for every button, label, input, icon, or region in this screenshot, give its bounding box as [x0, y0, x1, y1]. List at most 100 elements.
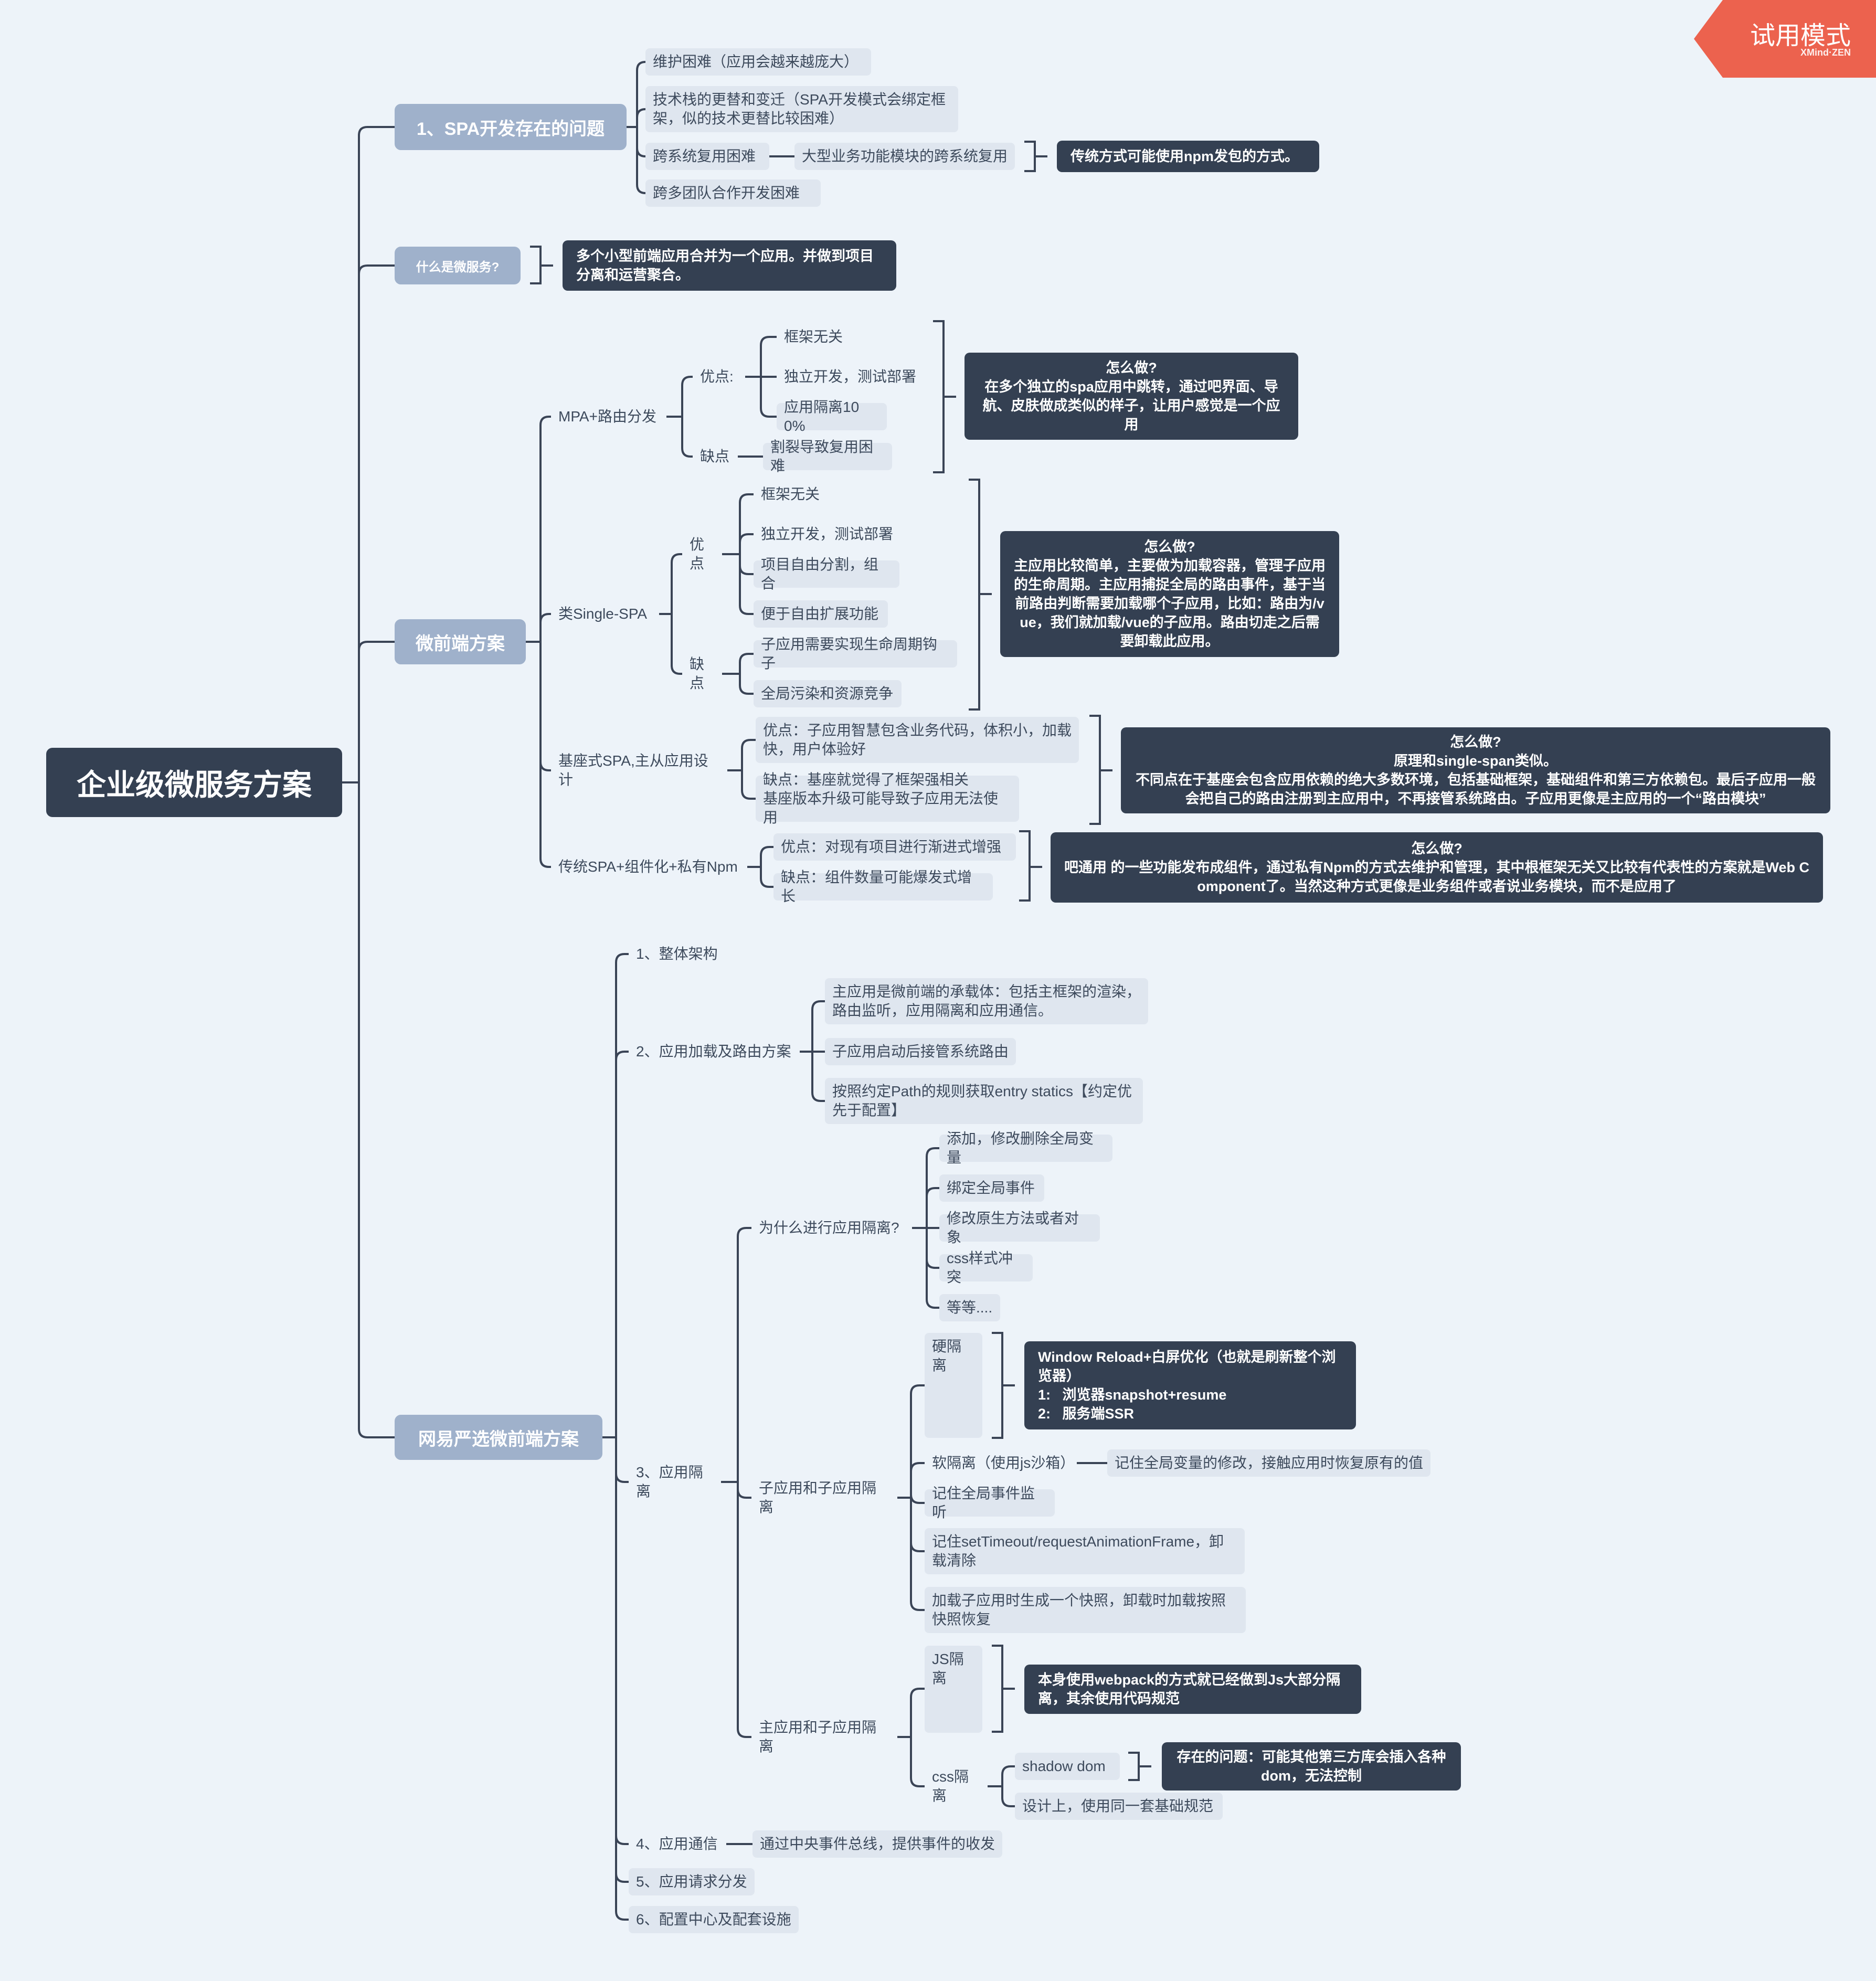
note-npm-how[interactable]: 怎么做?吧通用 的一些功能发布成组件，通过私有Npm的方式去维护和管理，其中根框… — [1051, 832, 1823, 903]
trial-mode-badge[interactable]: 试用模式 XMind·ZEN — [1694, 0, 1876, 78]
topic-request-dispatch[interactable]: 5、应用请求分发 — [629, 1868, 755, 1895]
branch-spa-problems[interactable]: 1、SPA开发存在的问题 — [395, 104, 627, 150]
root-topic[interactable]: 企业级微服务方案 — [46, 748, 342, 817]
topic-app-communication[interactable]: 4、应用通信 — [636, 1836, 718, 1852]
spa-problems-connector — [636, 108, 646, 127]
why-connector — [926, 1228, 939, 1309]
mpa-connector — [681, 376, 693, 417]
topic-global-event-listeners[interactable]: 记住全局事件监听 — [925, 1485, 1055, 1520]
note-base-spa-how[interactable]: 怎么做?原理和single-span类似。不同点在于基座会包含应用依赖的绝大多数… — [1121, 727, 1830, 813]
single-spa-cons-connector — [739, 674, 754, 695]
isolation-connector — [737, 1482, 751, 1738]
topic-loading-routing[interactable]: 2、应用加载及路由方案 — [636, 1043, 791, 1060]
mpa-connector — [681, 417, 693, 458]
topic-global-vars[interactable]: 添加，修改删除全局变量 — [939, 1130, 1112, 1166]
css-connector — [1001, 1786, 1015, 1807]
note-shadow-dom[interactable]: 存在的问题：可能其他第三方库会插入各种dom，无法控制 — [1162, 1742, 1461, 1791]
topic-base-spa-cons[interactable]: 缺点：基座就觉得了框架强相关 基座版本升级可能导致子应用无法使用 — [756, 771, 1019, 825]
topic-design-spec[interactable]: 设计上，使用同一套基础规范 — [1015, 1793, 1223, 1820]
topic-maintenance[interactable]: 维护困难（应用会越来越庞大） — [645, 48, 871, 76]
note-mpa-how[interactable]: 怎么做?在多个独立的spa应用中跳转，通过吧界面、导航、皮肤做成类似的样子，让用… — [965, 353, 1298, 440]
topic-single-spa-cons[interactable]: 缺点 — [690, 656, 705, 691]
what-is-bracket — [530, 246, 542, 284]
note-microservice-definition[interactable]: 多个小型前端应用合并为一个应用。并做到项目分离和运营聚合。 — [563, 240, 896, 291]
topic-single-spa-independent-dev[interactable]: 独立开发，测试部署 — [761, 526, 894, 542]
topic-sub-app-routing[interactable]: 子应用启动后接管系统路由 — [825, 1038, 1016, 1065]
topic-overall-architecture[interactable]: 1、整体架构 — [636, 946, 718, 962]
topic-cross-system-reuse-detail[interactable]: 大型业务功能模块的跨系统复用 — [794, 143, 1015, 170]
topic-mpa-isolation[interactable]: 应用隔离100% — [777, 399, 887, 434]
npm-bracket — [1019, 830, 1031, 902]
topic-etc[interactable]: 等等.... — [939, 1294, 1000, 1321]
why-connector — [926, 1147, 939, 1228]
topic-multi-team[interactable]: 跨多团队合作开发困难 — [645, 179, 821, 207]
hard-bracket — [992, 1332, 1003, 1439]
topic-why-isolation[interactable]: 为什么进行应用隔离? — [759, 1220, 899, 1236]
topic-mpa-cons[interactable]: 缺点 — [700, 448, 730, 464]
note-single-spa-how[interactable]: 怎么做?主应用比较简单，主要做为加载容器，管理子应用的生命周期。主应用捕捉全局的… — [1000, 531, 1339, 657]
isolation-connector — [737, 1227, 751, 1482]
topic-base-spa-pros[interactable]: 优点：子应用智慧包含业务代码，体积小，加载快，用户体验好 — [756, 717, 1079, 763]
note-js-isolation[interactable]: 本身使用webpack的方式就已经做到Js大部分隔离，其余使用代码规范 — [1024, 1665, 1361, 1714]
branch-micro-frontend[interactable]: 微前端方案 — [395, 619, 526, 664]
topic-entry-statics[interactable]: 按照约定Path的规则获取entry statics【约定优先于配置】 — [825, 1078, 1143, 1124]
topic-mpa-independent-dev[interactable]: 独立开发，测试部署 — [784, 368, 917, 385]
topic-shadow-dom[interactable]: shadow dom — [1015, 1753, 1120, 1780]
topic-traditional-spa-npm[interactable]: 传统SPA+组件化+私有Npm — [558, 859, 738, 875]
topic-event-bus[interactable]: 通过中央事件总线，提供事件的收发 — [752, 1830, 1002, 1858]
topic-main-app-carrier[interactable]: 主应用是微前端的承载体：包括主框架的渲染，路由监听，应用隔离和应用通信。 — [825, 978, 1148, 1024]
single-spa-pros-connector — [739, 554, 754, 575]
topic-base-spa[interactable]: 基座式SPA,主从应用设计 — [558, 753, 708, 788]
topic-soft-isolation-detail[interactable]: 记住全局变量的修改，接触应用时恢复原有的值 — [1107, 1449, 1430, 1477]
topic-mpa-framework-agnostic[interactable]: 框架无关 — [784, 329, 843, 345]
topic-sub-sub-isolation[interactable]: 子应用和子应用隔离 — [759, 1480, 877, 1515]
topic-config-center[interactable]: 6、配置中心及配套设施 — [629, 1906, 799, 1933]
topic-hard-isolation[interactable]: 硬隔离 — [925, 1333, 982, 1438]
branch-what-is-microservice[interactable]: 什么是微服务? — [395, 247, 521, 284]
topic-global-events[interactable]: 绑定全局事件 — [939, 1174, 1044, 1202]
topic-timers[interactable]: 记住setTimeout/requestAnimationFrame，卸载清除 — [925, 1528, 1245, 1574]
topic-single-spa-lifecycle[interactable]: 子应用需要实现生命周期钩子 — [754, 636, 957, 671]
topic-single-spa-pros[interactable]: 优点 — [690, 536, 705, 571]
topic-single-spa-framework-agnostic[interactable]: 框架无关 — [761, 486, 820, 502]
note-base-spa-how-text: 不同点在于基座会包含应用依赖的绝大多数环境，包括基础框架，基础组件和第三方依赖包… — [1136, 772, 1816, 807]
topic-snapshot[interactable]: 加载子应用时生成一个快照，卸载时加载按照快照恢复 — [925, 1587, 1246, 1633]
reuse-bracket — [1024, 141, 1036, 172]
css-connector — [1001, 1765, 1015, 1786]
sub-sub-connector — [910, 1384, 925, 1498]
topic-tech-stack[interactable]: 技术栈的更替和变迁（SPA开发模式会绑定框架，似的技术更替比较困难） — [645, 86, 958, 132]
note-npm-package[interactable]: 传统方式可能使用npm发包的方式。 — [1057, 141, 1319, 172]
topic-soft-isolation[interactable]: 软隔离（使用js沙箱） — [932, 1455, 1075, 1471]
root-connector — [358, 641, 395, 782]
topic-css-conflict[interactable]: css样式冲突 — [939, 1250, 1033, 1285]
note-mpa-how-title: 怎么做? — [1106, 360, 1157, 376]
topic-single-spa[interactable]: 类Single-SPA — [558, 606, 648, 622]
netease-connector — [615, 1437, 629, 1483]
micro-frontend-connector — [539, 642, 551, 868]
topic-cross-system-reuse[interactable]: 跨系统复用困难 — [645, 143, 769, 170]
topic-single-spa-split[interactable]: 项目自由分割，组合 — [754, 556, 899, 591]
note-base-spa-how-title: 怎么做? — [1450, 734, 1501, 750]
branch-netease[interactable]: 网易严选微前端方案 — [395, 1415, 602, 1460]
topic-single-spa-pollution[interactable]: 全局污染和资源竞争 — [754, 680, 902, 707]
topic-app-isolation[interactable]: 3、应用隔离 — [636, 1464, 703, 1499]
topic-js-isolation[interactable]: JS隔离 — [925, 1646, 982, 1733]
note-hard-isolation[interactable]: Window Reload+白屏优化（也就是刷新整个浏览器） 1: 浏览器sna… — [1024, 1341, 1356, 1429]
topic-mpa-pros[interactable]: 优点: — [700, 368, 734, 385]
topic-npm-pros[interactable]: 优点：对现有项目进行渐进式增强 — [773, 833, 1016, 861]
sub-sub-connector — [910, 1498, 925, 1611]
netease-connector — [615, 953, 629, 1437]
micro-frontend-connector — [539, 613, 551, 642]
topic-css-isolation[interactable]: css隔离 — [932, 1768, 969, 1804]
topic-single-spa-extend[interactable]: 便于自由扩展功能 — [754, 600, 888, 628]
mpa-pros-connector — [760, 336, 777, 377]
why-connector — [926, 1228, 939, 1269]
npm-connector — [760, 846, 773, 867]
topic-mpa-fragmentation[interactable]: 割裂导致复用困难 — [763, 439, 892, 474]
base-spa-bracket — [1089, 715, 1101, 825]
topic-npm-cons[interactable]: 缺点：组件数量可能爆发式增长 — [773, 869, 993, 904]
topic-main-sub-isolation[interactable]: 主应用和子应用隔离 — [759, 1719, 877, 1754]
topic-mpa-routing[interactable]: MPA+路由分发 — [558, 408, 656, 425]
topic-native-methods[interactable]: 修改原生方法或者对象 — [939, 1210, 1100, 1245]
npm-connector — [760, 867, 773, 888]
